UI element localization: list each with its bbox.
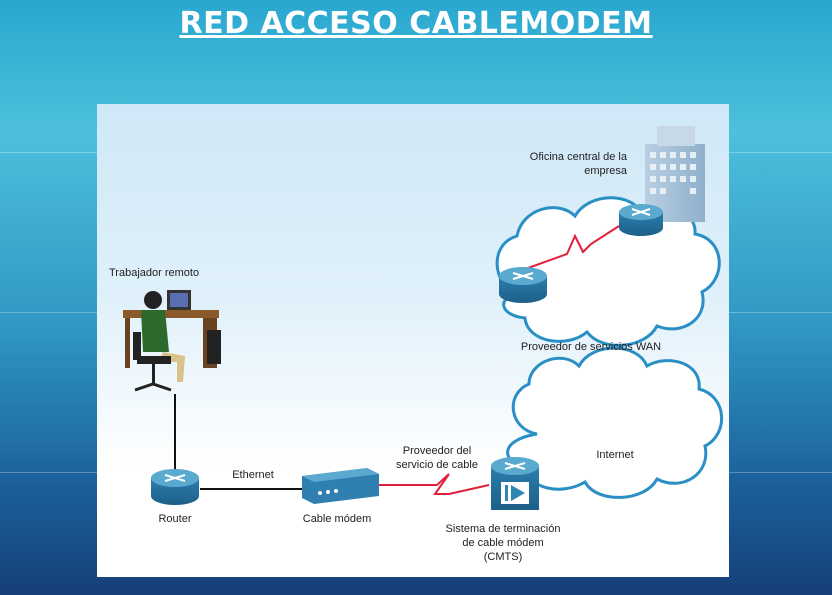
label-wan-provider: Proveedor de servicios WAN (521, 341, 661, 353)
internet-cloud-icon (506, 346, 723, 499)
label-ethernet: Ethernet (232, 469, 274, 481)
label-cable-modem: Cable módem (303, 513, 371, 525)
network-diagram: Trabajador remoto Oficina central de la … (109, 126, 723, 563)
remote-worker-icon (123, 290, 221, 392)
label-cmts: Sistema de terminación (446, 523, 561, 535)
serial-link-cable (379, 473, 490, 495)
label-cable-provider-2: servicio de cable (396, 459, 478, 471)
label-cable-provider: Proveedor del (403, 445, 472, 457)
wan-cloud-icon (495, 196, 721, 347)
building-icon (645, 126, 705, 222)
label-remote-worker: Trabajador remoto (109, 267, 199, 279)
router-icon (619, 204, 663, 236)
label-cmts-3: (CMTS) (484, 551, 523, 563)
label-internet: Internet (596, 449, 633, 461)
cmts-icon (491, 457, 539, 510)
label-central-office-2: empresa (584, 165, 628, 177)
label-router: Router (158, 513, 191, 525)
router-icon (151, 469, 199, 505)
router-icon (499, 267, 547, 303)
slide-title: RED ACCESO CABLEMODEM (179, 6, 653, 41)
label-central-office: Oficina central de la (530, 151, 628, 163)
serial-link-wan (516, 225, 620, 273)
cable-modem-icon (302, 468, 379, 504)
diagram-panel: Trabajador remoto Oficina central de la … (97, 104, 729, 577)
label-cmts-2: de cable módem (462, 537, 543, 549)
